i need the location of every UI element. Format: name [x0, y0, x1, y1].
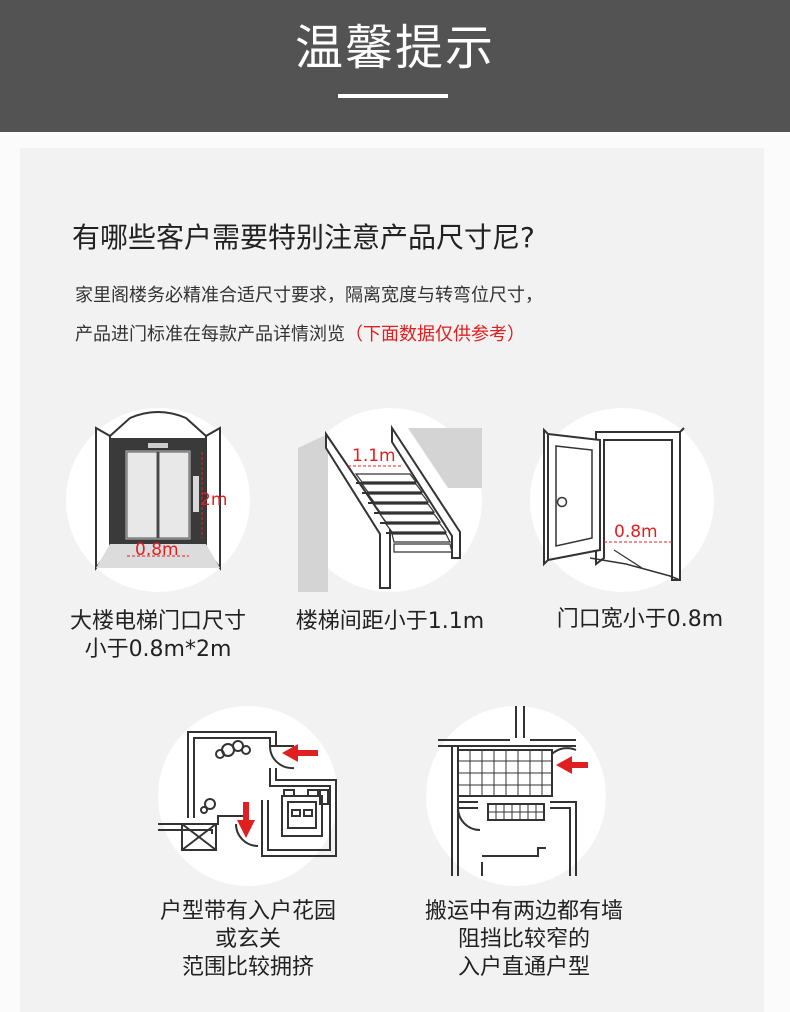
caption-line: 或玄关	[214, 927, 281, 952]
elevator-height-label: 2m	[200, 490, 228, 510]
header-banner: 温馨提示	[0, 0, 790, 132]
description-line-1: 家里阁楼务必精准合适尺寸要求，隔离宽度与转弯位尺寸，	[75, 285, 543, 306]
description-line-2-text: 产品进门标准在每款产品详情浏览	[75, 324, 345, 345]
elevator-icon	[66, 408, 250, 592]
caption-line: 小于0.8m*2m	[84, 637, 232, 662]
garden-caption: 户型带有入户花园 或玄关 范围比较拥挤	[130, 898, 366, 982]
description-line-2: 产品进门标准在每款产品详情浏览（下面数据仅供参考）	[75, 321, 525, 349]
title-underline	[338, 94, 448, 98]
page-title: 温馨提示	[294, 20, 495, 76]
staircase-icon	[298, 408, 482, 592]
caption-line: 入户直通户型	[457, 955, 590, 980]
door-caption: 门口宽小于0.8m	[522, 606, 758, 634]
garden-entrance-floorplan-icon	[158, 706, 338, 886]
door-icon	[530, 408, 714, 592]
caption-line: 户型带有入户花园	[159, 899, 336, 924]
narrow-corridor-floorplan-icon	[426, 706, 606, 886]
caption-line: 大楼电梯门口尺寸	[69, 609, 246, 634]
elevator-caption: 大楼电梯门口尺寸 小于0.8m*2m	[40, 608, 276, 664]
caption-line: 搬运中有两边都有墙	[424, 899, 623, 924]
corridor-caption: 搬运中有两边都有墙 阻挡比较窄的 入户直通户型	[404, 898, 644, 982]
staircase-caption: 楼梯间距小于1.1m	[272, 608, 508, 636]
caption-line: 楼梯间距小于1.1m	[295, 609, 485, 634]
caption-line: 阻挡比较窄的	[457, 927, 590, 952]
question-heading: 有哪些客户需要特别注意产品尺寸尼?	[72, 221, 535, 254]
caption-line: 门口宽小于0.8m	[556, 607, 724, 632]
elevator-width-label: 0.8m	[135, 540, 179, 560]
caption-line: 范围比较拥挤	[181, 955, 314, 980]
door-width-label: 0.8m	[614, 522, 658, 542]
description-note-red: （下面数据仅供参考）	[345, 324, 525, 345]
staircase-width-label: 1.1m	[352, 446, 396, 466]
